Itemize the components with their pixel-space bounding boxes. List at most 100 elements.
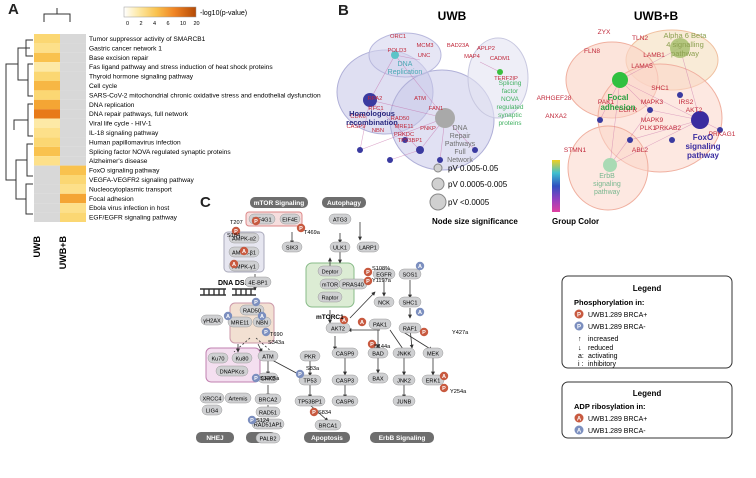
pathway-dashed-edges — [233, 337, 273, 353]
uwb-gene-label: PRKDC — [394, 132, 414, 138]
heatmap-cell — [34, 184, 60, 194]
legend-p-glyph-2: P — [577, 325, 581, 331]
heatmap-cell — [60, 71, 86, 81]
heatmap-cell — [34, 81, 60, 91]
site-label: S108% — [372, 266, 390, 272]
uwbb-gene-label: ARHGEF28 — [537, 95, 572, 102]
pathway-node-label: Ku70 — [211, 357, 224, 363]
site-label: Y427a — [452, 330, 469, 336]
uwbb-gene-label: FLN8 — [584, 48, 600, 55]
modification-glyph: A — [418, 310, 422, 316]
modification-glyph: A — [442, 374, 446, 380]
modification-glyph: P — [299, 226, 303, 232]
pathway-node-label: TP53BP1 — [298, 400, 322, 406]
modification-glyph: A — [360, 320, 364, 326]
pathway-node-label: JUNB — [397, 400, 412, 406]
modification-marker — [439, 383, 449, 393]
uwb-gene-label: PNKP — [420, 126, 436, 132]
pathway-node-label: AMPK-α2 — [232, 237, 256, 243]
uwbb-gene-label: PRKAG1 — [709, 131, 736, 138]
pathway-node-label: NCK — [378, 301, 390, 307]
site-label: S124 — [256, 418, 269, 424]
heatmap-row-label: Nucleocytoplasmic transport — [89, 186, 172, 193]
uwb-gene-label: FAN1 — [429, 106, 444, 112]
heatmap-cell — [34, 118, 60, 128]
small-pathway-nodes — [357, 137, 478, 163]
heatmap-cell — [34, 52, 60, 63]
heatmap: Tumor suppressor activity of SMARCB1Gast… — [5, 6, 321, 269]
site-label: S83a — [306, 366, 320, 372]
uwb-gene-label: BAD23A — [447, 43, 469, 49]
site-label: S834 — [318, 410, 331, 416]
pathway-node-label: AMPK-γ1 — [232, 265, 256, 271]
legend-p-brca-plus-icon — [574, 309, 584, 319]
modification-marker — [231, 226, 241, 236]
heatmap-cell — [60, 52, 86, 63]
site-label: S3205a — [260, 376, 280, 382]
legend-inhibitory-icon: i : — [578, 361, 584, 368]
uwb-gene-label: RPA2 — [368, 96, 383, 102]
pathway-node — [367, 372, 389, 384]
modification-marker — [223, 311, 233, 321]
heatmap-cell — [60, 203, 86, 213]
uwb-gene-label: APLP2 — [477, 46, 495, 52]
pathway-node-label: CASP6 — [336, 400, 354, 406]
node-alpha6 — [670, 38, 690, 58]
pathway-node — [398, 296, 422, 308]
pathway-node — [398, 322, 422, 334]
pathway-node-label: CASP9 — [336, 352, 354, 358]
pathway-node-label: ATM — [262, 355, 274, 361]
uwb-gene-label: TERF2IP — [494, 76, 518, 82]
legend-a-brca-minus: UWB1.289 BRCA- — [588, 428, 646, 435]
modification-glyph: P — [264, 330, 268, 336]
heatmap-row-label: EGF/EGFR signaling pathway — [89, 215, 178, 222]
pathway-node — [257, 350, 279, 362]
pathway-node-label: RAD50 — [243, 309, 261, 315]
pathway-node-label: Deptor — [322, 270, 339, 276]
modification-marker — [261, 327, 271, 337]
uwbb-gene-label: MAPK9 — [641, 117, 664, 124]
site-label: S343a — [268, 340, 285, 346]
heatmap-cell — [34, 34, 60, 44]
uwb-gene-label: MRE11 — [395, 124, 414, 130]
panel-b-label: B — [338, 2, 349, 19]
network-uwbb: UWB+B ZYXTLN2FLN8LAMB1LAMA5ARHGEF28PAK1S… — [537, 9, 736, 211]
dna-dsb-label: DNA DSB — [218, 280, 250, 287]
uwbb-gene-label: ZYX — [598, 29, 611, 36]
heatmap-cell — [34, 128, 60, 138]
pathway-node — [224, 392, 252, 404]
heatmap-cell — [60, 146, 86, 157]
scale-tick-label: 20 — [194, 21, 200, 27]
network-uwbb-edges — [599, 47, 721, 166]
pathway-node — [255, 406, 281, 418]
modification-marker — [363, 276, 373, 286]
pathway-node — [373, 296, 395, 308]
color-scale-bar — [123, 6, 197, 18]
legend-p-brca-minus-icon — [574, 321, 584, 331]
uwbb-gene-label: PRKAB2 — [655, 125, 681, 132]
modification-glyph: P — [254, 376, 258, 382]
heatmap-cell — [34, 90, 60, 100]
modification-marker — [257, 311, 267, 321]
row-dendrogram — [5, 39, 33, 215]
scale-tick-label: 10 — [180, 21, 186, 27]
legend-p-glyph: P — [577, 313, 581, 319]
modification-glyph: P — [234, 229, 238, 235]
site-label: T207 — [230, 220, 243, 226]
modification-marker — [295, 369, 305, 379]
modification-marker — [339, 315, 349, 325]
heatmap-cell — [60, 212, 86, 222]
pathway-node-label: BRCA2 — [259, 398, 278, 404]
heatmap-cell — [34, 137, 60, 147]
pathway-node — [254, 393, 282, 405]
heatmap-cell — [60, 81, 86, 91]
pathway-node-label: CHK2 — [261, 377, 276, 383]
legend-p-brca-minus: UWB1.289 BRCA- — [588, 324, 646, 331]
heatmap-row-label: Splicing factor NOVA regulated synaptic … — [89, 149, 231, 156]
uwbb-gene-label: PAK1 — [598, 99, 615, 106]
heatmap-row-label: Fas ligand pathway and stress induction … — [89, 64, 273, 71]
